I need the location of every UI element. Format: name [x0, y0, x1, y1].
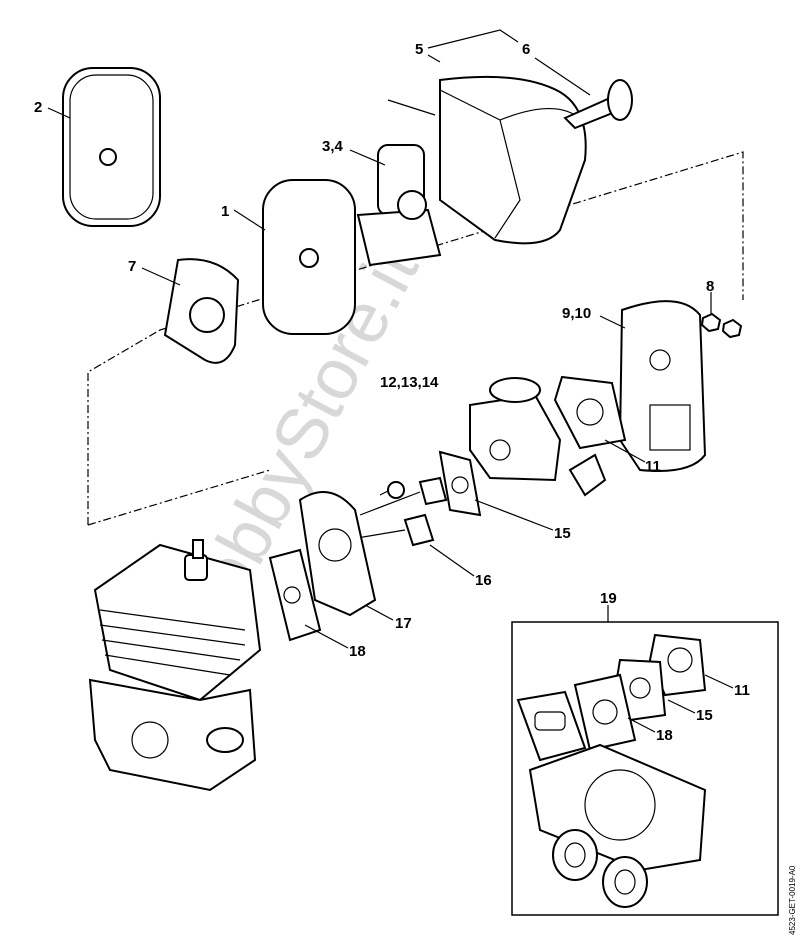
part-11-gasket: [553, 375, 627, 450]
part-16-bolts: [344, 476, 448, 547]
part-7-baseplate: [163, 258, 240, 364]
part-3-4-intake: [356, 144, 442, 267]
callout-8: 8: [706, 278, 714, 295]
engine-cylinder: [88, 539, 262, 792]
part-15-gasket: [438, 450, 482, 517]
callout-15: 15: [554, 525, 571, 542]
part-6-knob: [563, 79, 633, 130]
part-5-cover: [439, 75, 587, 245]
callout-2: 2: [34, 99, 42, 116]
kit-callout-11: 11: [734, 682, 750, 699]
callout-17: 17: [395, 615, 412, 632]
callout-11: 11: [645, 458, 661, 475]
part-1-filter: [262, 179, 356, 335]
callout-16: 16: [475, 572, 492, 589]
callout-1: 1: [221, 203, 229, 220]
callout-9-10: 9,10: [562, 305, 591, 322]
callout-6: 6: [522, 41, 530, 58]
kit-callout-18: 18: [656, 727, 673, 744]
kit-19-box: [511, 621, 779, 916]
callout-5: 5: [415, 41, 423, 58]
part-9-10-muffler: [618, 300, 707, 472]
part-2-filter: [62, 67, 161, 227]
kit-callout-15: 15: [696, 707, 713, 724]
part-18-gasket: [268, 548, 322, 642]
drawing-code: 4523-GET-0019-A0: [788, 865, 797, 935]
callout-18: 18: [349, 643, 366, 660]
part-12-14-carburetor: [469, 377, 607, 497]
callout-19: 19: [600, 590, 617, 607]
part-17-intake-flange: [298, 491, 377, 617]
leader-lines: [47, 29, 712, 649]
callout-3-4: 3,4: [322, 138, 344, 155]
callout-7: 7: [128, 258, 136, 275]
callout-12-13-14: 12,13,14: [380, 374, 439, 391]
part-8-nuts: [700, 312, 743, 339]
